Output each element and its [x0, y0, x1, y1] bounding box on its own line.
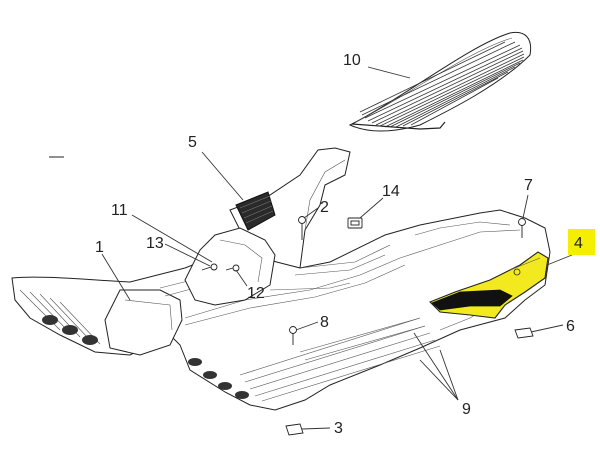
callout-9: 9	[462, 401, 471, 418]
main-floor-panel	[11, 209, 551, 411]
leader-lines	[101, 66, 573, 430]
callout-2: 2	[320, 199, 329, 216]
callout-4-highlight-box	[568, 229, 595, 255]
callout-13: 13	[146, 235, 164, 252]
callout-5: 5	[188, 134, 197, 151]
callout-10: 10	[343, 52, 361, 69]
callout-7: 7	[524, 177, 533, 194]
hardware-screws	[201, 216, 526, 345]
callout-14: 14	[382, 183, 400, 200]
callout-3: 3	[334, 420, 343, 437]
part-11-cover	[184, 227, 276, 306]
part-10-floor-mat	[348, 31, 532, 132]
callout-4: 4	[574, 235, 583, 252]
callout-6: 6	[566, 318, 575, 335]
callout-12: 12	[247, 285, 265, 302]
part-4-footrest-highlighted	[429, 251, 549, 319]
hardware-clips	[285, 217, 534, 436]
callout-8: 8	[320, 314, 329, 331]
callout-1: 1	[95, 239, 104, 256]
callout-labels: 1 2 3 4 5 6 7 8 9 10 11 12 13 14	[95, 52, 583, 437]
callout-11: 11	[111, 202, 128, 219]
